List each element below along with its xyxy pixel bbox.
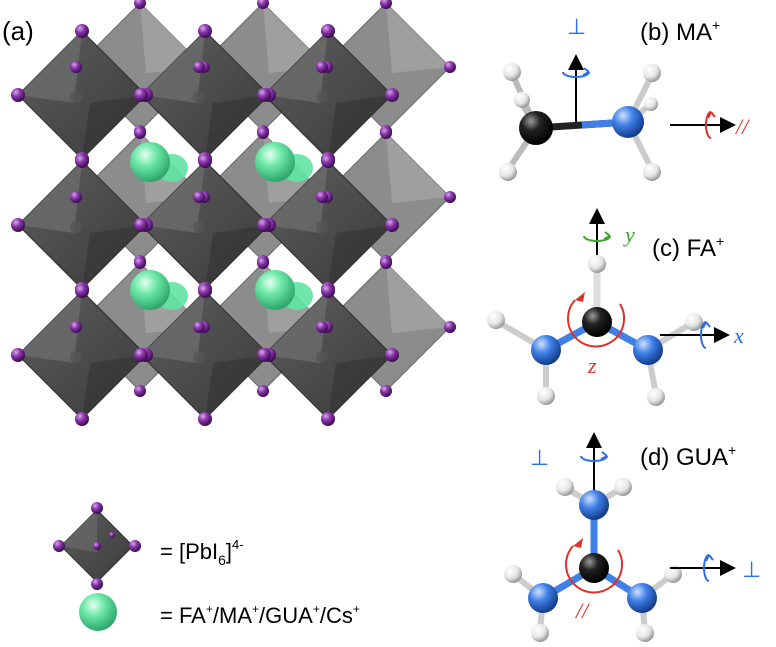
perovskite-lattice xyxy=(11,0,456,426)
iodine-atom xyxy=(380,385,392,397)
iodine-atom xyxy=(134,257,146,269)
back-octahedra xyxy=(76,3,450,391)
ma-perp-label: ⊥ xyxy=(567,14,586,39)
iodine-atom xyxy=(70,61,82,73)
cation-sphere xyxy=(255,142,295,182)
iodine-atom xyxy=(70,191,82,203)
iodine-atom xyxy=(321,412,335,426)
iodine-atom xyxy=(257,88,271,102)
iodine-atom xyxy=(193,61,205,73)
iodine-atom xyxy=(444,321,456,333)
iodine-atom xyxy=(257,385,269,397)
iodine-atom xyxy=(316,191,328,203)
iodine-atom xyxy=(257,127,269,139)
iodine-atom xyxy=(75,154,89,168)
iodine-atom xyxy=(444,61,456,73)
iodine-atom xyxy=(134,348,148,362)
iodine-atom xyxy=(75,24,89,38)
cation-sphere xyxy=(130,142,170,182)
iodine-atom xyxy=(75,412,89,426)
iodine-atom xyxy=(385,218,399,232)
cation-sphere xyxy=(130,270,170,310)
iodine-atom xyxy=(316,61,328,73)
legend-octahedron-icon xyxy=(53,502,141,590)
iodine-atom xyxy=(134,88,148,102)
iodine-atom xyxy=(134,218,148,232)
fa-axis-y-label: y xyxy=(623,222,635,247)
iodine-atom xyxy=(11,348,25,362)
gua-perp-top-label: ⊥ xyxy=(530,445,549,470)
panel-b-label: (b) MA+ xyxy=(640,17,720,46)
cation-sphere xyxy=(255,270,295,310)
iodine-atom xyxy=(198,154,212,168)
iodine-atom xyxy=(193,191,205,203)
iodine-atom xyxy=(198,412,212,426)
iodine-atom xyxy=(11,88,25,102)
iodine-atom xyxy=(198,24,212,38)
legend: = [PbI6]4- = FA+/MA+/GUA+/Cs+ xyxy=(53,502,360,631)
iodine-atom xyxy=(75,284,89,298)
fa-axis-z-label: z xyxy=(587,353,597,378)
gua-perp-right-label: ⊥ xyxy=(742,557,761,582)
legend-cation-sphere-icon xyxy=(79,593,117,631)
ma-molecule xyxy=(499,62,728,181)
legend-octahedron-text: = [PbI6]4- xyxy=(160,537,244,568)
iodine-atom xyxy=(11,218,25,232)
gua-par-label: // xyxy=(574,598,590,623)
panel-d-label: (d) GUA+ xyxy=(640,442,736,471)
iodine-atom xyxy=(257,218,271,232)
ma-par-label: // xyxy=(734,114,750,139)
iodine-atom xyxy=(321,24,335,38)
iodine-atom xyxy=(70,321,82,333)
legend-cation-text: = FA+/MA+/GUA+/Cs+ xyxy=(160,602,360,628)
iodine-atom xyxy=(316,321,328,333)
iodine-atom xyxy=(193,321,205,333)
iodine-atom xyxy=(321,284,335,298)
fa-axis-x-label: x xyxy=(733,323,744,348)
iodine-atom xyxy=(444,191,456,203)
panel-a-label: (a) xyxy=(2,16,34,46)
iodine-atom xyxy=(134,385,146,397)
panel-c-label: (c) FA+ xyxy=(652,233,724,262)
iodine-atom xyxy=(385,348,399,362)
iodine-atom xyxy=(380,127,392,139)
iodine-atom xyxy=(385,88,399,102)
iodine-atom xyxy=(257,257,269,269)
iodine-atom xyxy=(198,284,212,298)
iodine-atom xyxy=(380,257,392,269)
front-octahedra xyxy=(18,31,392,419)
iodine-atom xyxy=(257,348,271,362)
iodine-atom xyxy=(321,154,335,168)
iodine-atom xyxy=(134,127,146,139)
